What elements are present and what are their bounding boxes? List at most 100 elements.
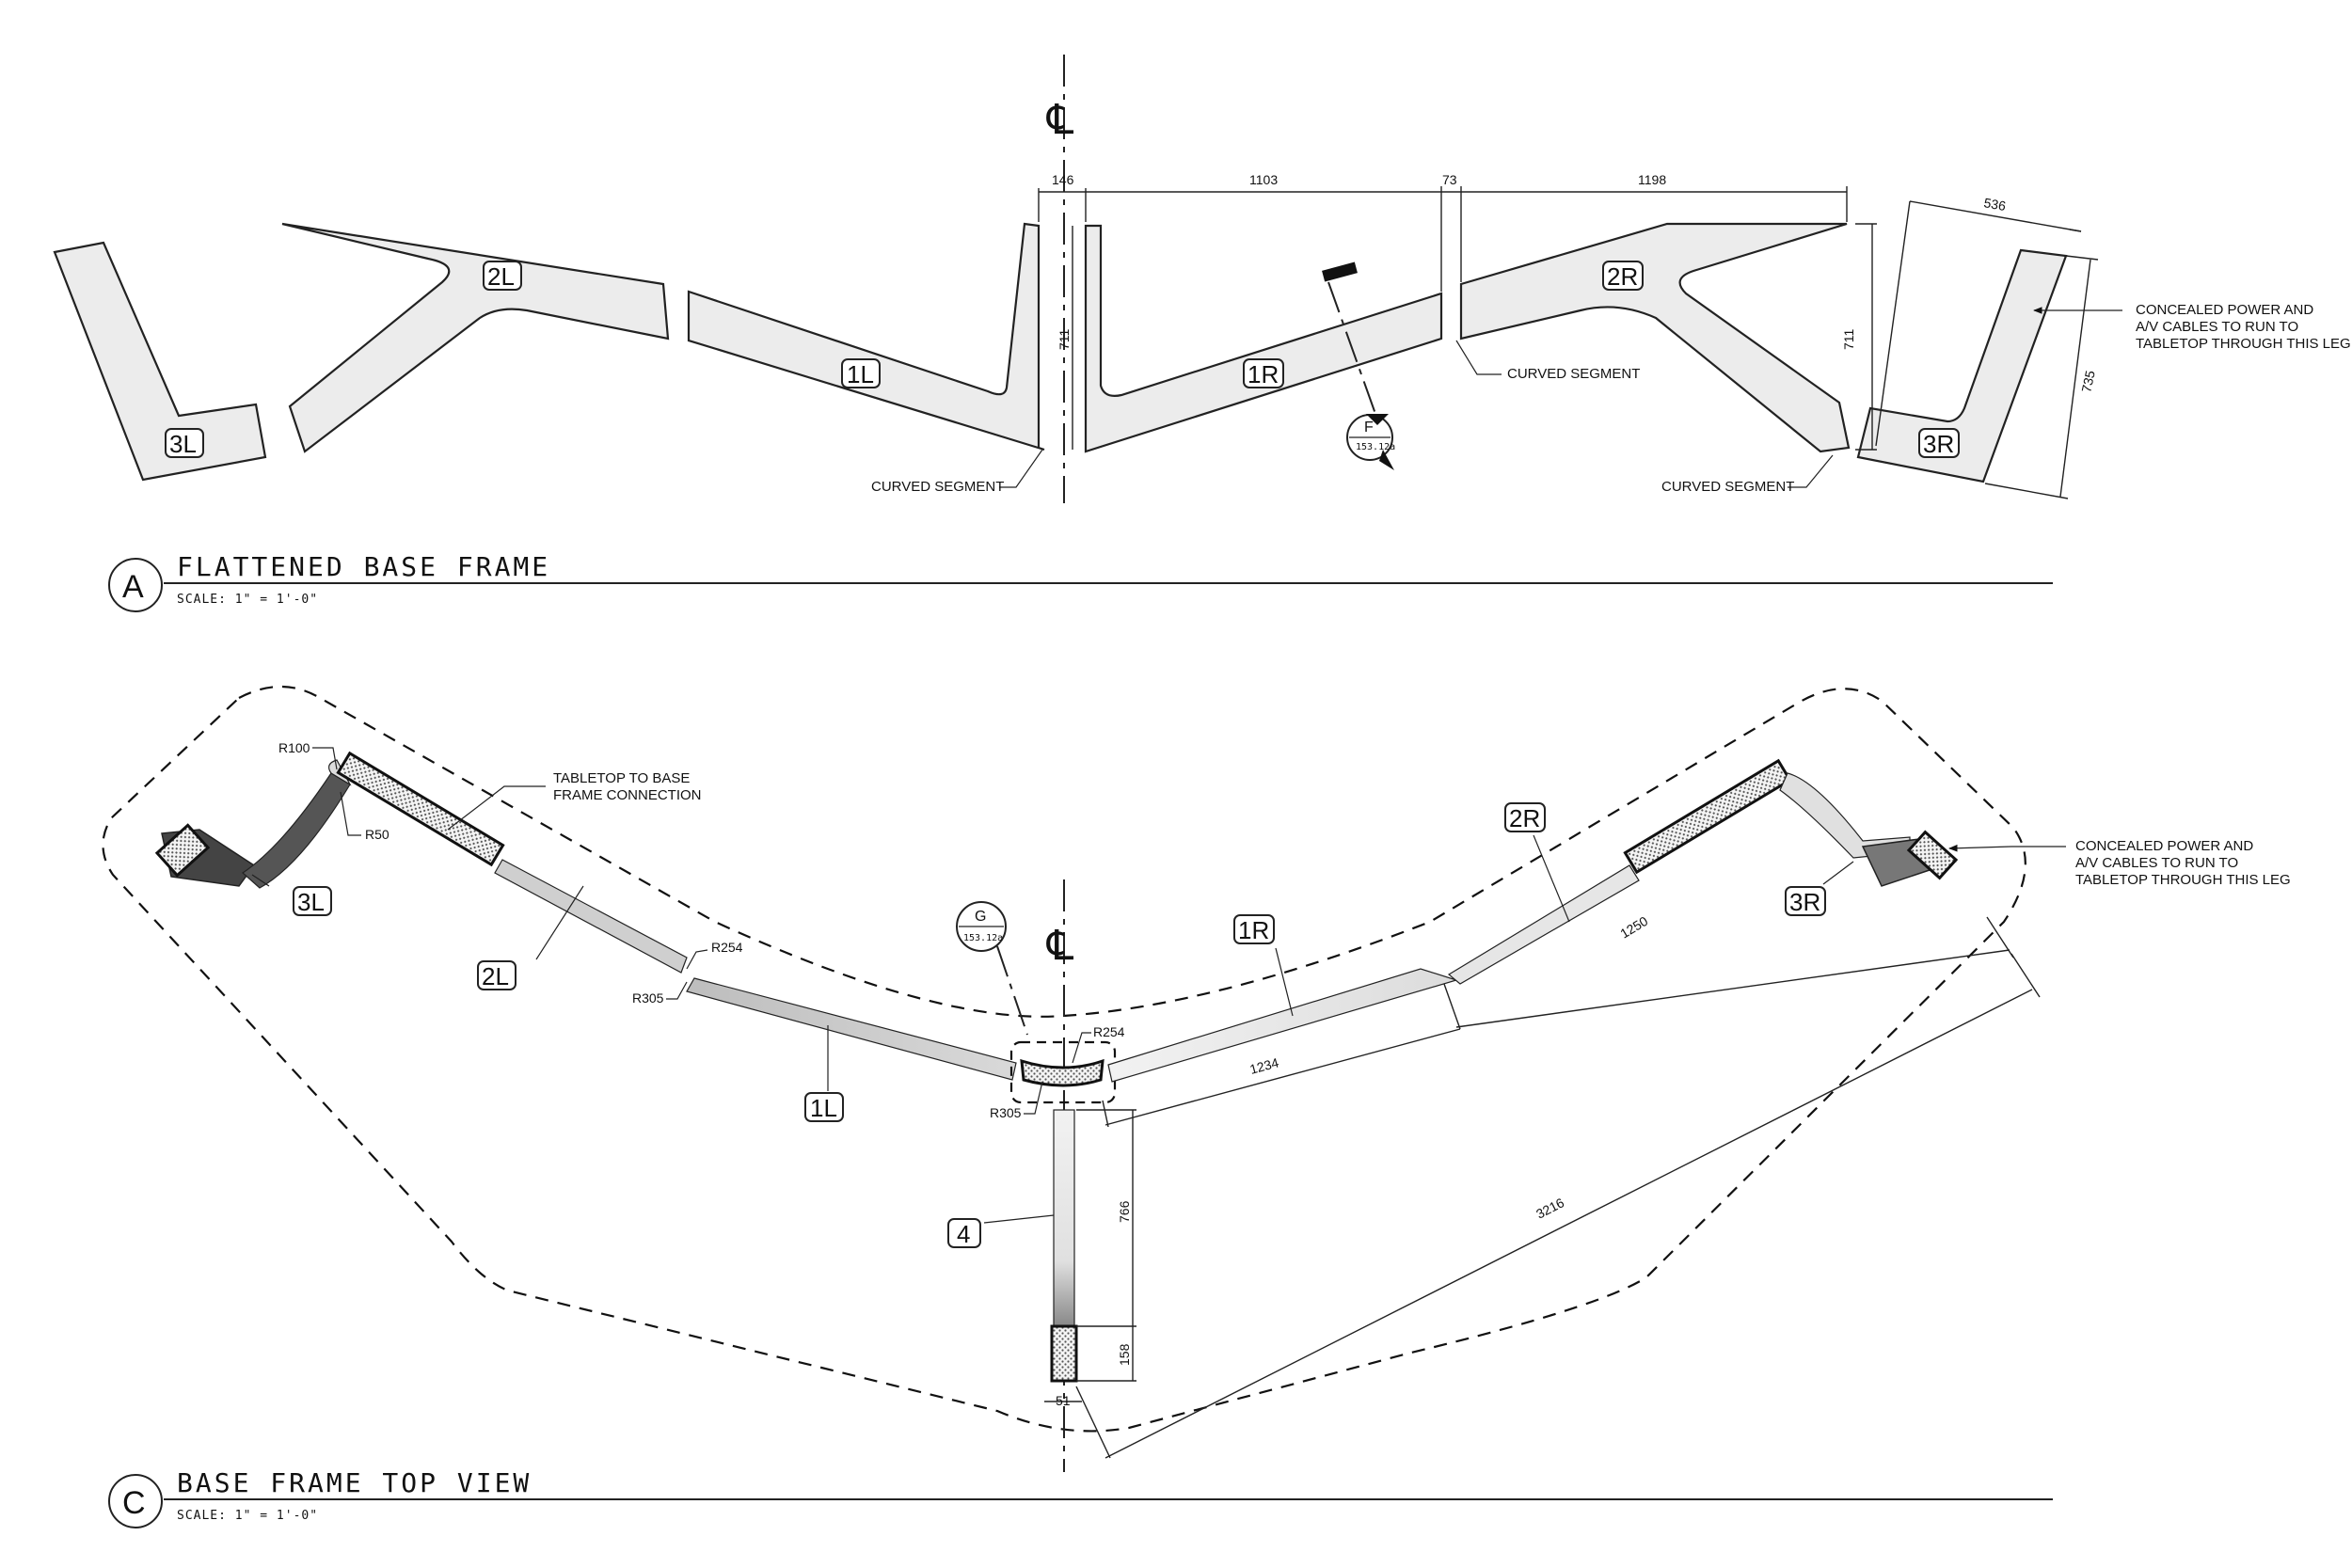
svg-text:2L: 2L [482, 962, 509, 990]
section-marker-f: F 153.12a [1346, 414, 1395, 470]
tag-1r-c: 1R [1233, 914, 1275, 944]
tabletop-note: TABLETOP TO BASE FRAME CONNECTION [553, 770, 702, 803]
part-2r-flat [1459, 222, 1851, 453]
svg-text:1L: 1L [847, 360, 874, 388]
svg-text:2R: 2R [1509, 804, 1540, 832]
part-2l-top [494, 859, 688, 974]
svg-text:1L: 1L [810, 1094, 837, 1122]
svg-text:TABLETOP THROUGH THIS LEG: TABLETOP THROUGH THIS LEG [2075, 872, 2291, 888]
part-1r-flat [1084, 224, 1443, 453]
section-cut-line [1327, 281, 1376, 415]
cable-note-a: CONCEALED POWER AND A/V CABLES TO RUN TO… [2136, 302, 2351, 352]
tag-2l-c: 2L [477, 960, 516, 990]
svg-text:R254: R254 [1093, 1024, 1125, 1039]
svg-text:1234: 1234 [1248, 1054, 1280, 1077]
part-2r-top [1447, 864, 1640, 985]
tag-2r-a: 2R [1602, 261, 1644, 291]
part-3l-arm [242, 772, 351, 889]
title-circle-a: A [122, 569, 144, 605]
svg-text:3R: 3R [1789, 888, 1820, 916]
dimensions-c: 1250 1234 766 158 51 3216 [1044, 913, 2041, 1459]
svg-text:A/V CABLES TO RUN TO: A/V CABLES TO RUN TO [2136, 319, 2298, 335]
part-1l-flat [687, 222, 1045, 451]
tag-3r-c: 3R [1785, 886, 1826, 916]
tag-3r-a: 3R [1918, 428, 1960, 458]
svg-text:3L: 3L [169, 430, 197, 458]
svg-text:R305: R305 [990, 1105, 1022, 1120]
svg-text:FRAME CONNECTION: FRAME CONNECTION [553, 787, 702, 803]
tag-2l-a: 2L [483, 261, 522, 291]
section-marker-g: G 153.12a [956, 901, 1007, 952]
svg-text:1R: 1R [1248, 360, 1279, 388]
tag-1r-a: 1R [1243, 358, 1284, 388]
dim-1198: 1198 [1638, 172, 1666, 187]
tabletop-leader [447, 785, 546, 831]
svg-text:766: 766 [1117, 1200, 1132, 1223]
curved-leader-1 [999, 449, 1043, 488]
svg-text:1250: 1250 [1617, 913, 1650, 942]
cable-leader-c [1948, 844, 2066, 852]
svg-text:R50: R50 [365, 827, 389, 842]
svg-text:3L: 3L [297, 888, 325, 916]
svg-text:3R: 3R [1923, 430, 1954, 458]
title-block-c: C BASE FRAME TOP VIEW SCALE: 1" = 1'-0" [108, 1467, 2053, 1528]
curved-leader-3 [1788, 454, 1834, 488]
curved-segment-label-2: CURVED SEGMENT [1507, 366, 1640, 382]
section-a-flattened: ℄ F 153.12a [53, 55, 2351, 612]
dimensions-a: 146 1103 73 1198 711 711 536 735 [1038, 172, 2099, 499]
section-letter-g: G [975, 909, 986, 925]
tag-3l-a: 3L [165, 428, 204, 458]
scale-a: SCALE: 1" = 1'-0" [177, 593, 318, 607]
dim-536: 536 [1982, 195, 2007, 214]
scale-c: SCALE: 1" = 1'-0" [177, 1509, 318, 1523]
part-3l-flat [53, 241, 267, 482]
svg-text:2R: 2R [1607, 262, 1638, 291]
tag-4-c: 4 [947, 1218, 981, 1248]
part-2l-flat [281, 222, 670, 453]
svg-text:A/V CABLES TO RUN TO: A/V CABLES TO RUN TO [2075, 855, 2238, 871]
svg-text:158: 158 [1117, 1343, 1132, 1366]
pad-4 [1050, 1324, 1078, 1383]
section-c-topview: ℄ G 153.12a R100 [102, 685, 2291, 1528]
curved-segment-label-3: CURVED SEGMENT [1661, 479, 1794, 495]
tag-1l-c: 1L [804, 1092, 844, 1122]
dim-711-left: 711 [1057, 328, 1072, 350]
pad-3r [1906, 830, 1959, 880]
section-letter-f: F [1364, 420, 1374, 436]
centerline-symbol-a: ℄ [1046, 97, 1074, 143]
curved-leader-2 [1455, 340, 1502, 375]
section-sheet-f: 153.12a [1356, 442, 1395, 452]
title-circle-c: C [122, 1485, 146, 1521]
tag-3l-c: 3L [293, 886, 332, 916]
svg-text:CONCEALED POWER AND: CONCEALED POWER AND [2136, 302, 2313, 318]
dim-735: 735 [2078, 369, 2098, 393]
part-4-top [1053, 1109, 1075, 1327]
cable-note-c: CONCEALED POWER AND A/V CABLES TO RUN TO… [2075, 838, 2291, 888]
pad-3l [154, 823, 211, 878]
svg-text:R305: R305 [632, 990, 664, 1006]
title-c: BASE FRAME TOP VIEW [177, 1467, 532, 1498]
centerline-symbol-c: ℄ [1046, 923, 1074, 969]
svg-text:TABLETOP THROUGH THIS LEG: TABLETOP THROUGH THIS LEG [2136, 336, 2351, 352]
dim-73: 73 [1442, 172, 1457, 187]
tag-leaders-c [251, 834, 1854, 1224]
svg-text:1R: 1R [1238, 916, 1269, 944]
part-1l-top [686, 977, 1017, 1081]
svg-text:2L: 2L [487, 262, 515, 291]
svg-text:TABLETOP TO BASE: TABLETOP TO BASE [553, 770, 690, 786]
section-g-leader [996, 945, 1028, 1036]
tag-1l-a: 1L [841, 358, 881, 388]
title-block-a: A FLATTENED BASE FRAME SCALE: 1" = 1'-0" [108, 551, 2053, 612]
tag-2r-c: 2R [1504, 802, 1546, 832]
svg-text:CONCEALED POWER AND: CONCEALED POWER AND [2075, 838, 2253, 854]
center-pad [1020, 1058, 1104, 1087]
svg-text:4: 4 [957, 1220, 970, 1248]
svg-text:3216: 3216 [1534, 1195, 1566, 1221]
pad-2l [336, 751, 505, 867]
dim-1103: 1103 [1249, 172, 1278, 187]
section-sheet-g: 153.12a [963, 933, 1003, 943]
svg-text:R254: R254 [711, 940, 743, 955]
pad-2r [1623, 758, 1792, 875]
svg-text:51: 51 [1056, 1393, 1071, 1408]
